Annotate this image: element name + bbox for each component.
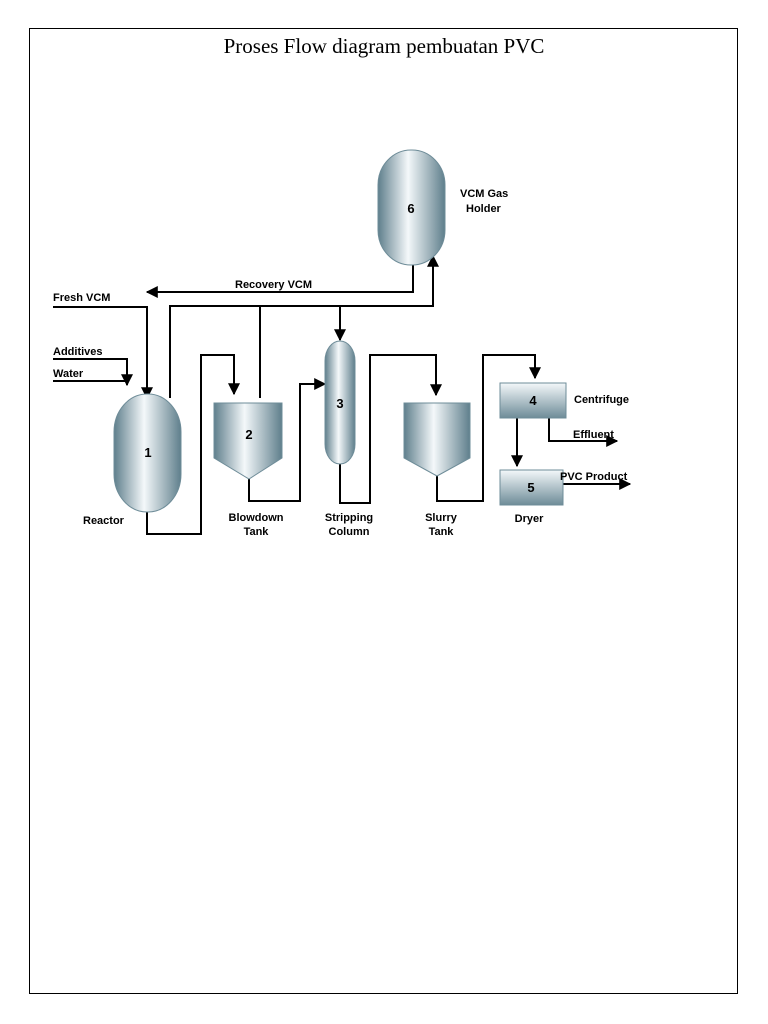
stripping-column-number: 3 bbox=[336, 396, 343, 411]
diagram-title: Proses Flow diagram pembuatan PVC bbox=[223, 34, 545, 58]
recovery-vcm-return-line bbox=[145, 263, 414, 298]
dryer bbox=[499, 469, 564, 506]
stripping-outlet-line bbox=[339, 354, 442, 504]
reactor-number: 1 bbox=[144, 445, 151, 460]
recovery-vcm-label: Recovery VCM bbox=[235, 279, 312, 291]
blowdown-tank-label-line1: Blowdown bbox=[229, 512, 284, 524]
page-border bbox=[29, 28, 738, 994]
centrifuge-label: Centrifuge bbox=[574, 394, 629, 406]
slurry-tank bbox=[403, 402, 471, 477]
effluent-label: Effluent bbox=[573, 429, 614, 441]
stripping-column bbox=[324, 340, 356, 465]
fresh-vcm-label: Fresh VCM bbox=[53, 292, 110, 304]
reactor-vessel bbox=[113, 393, 182, 513]
vcm-gas-holder: 6 bbox=[377, 149, 446, 266]
water-label: Water bbox=[53, 368, 84, 380]
vcm-gas-holder-label-line2: Holder bbox=[466, 203, 502, 215]
blowdown-outlet-line bbox=[248, 378, 327, 502]
slurry-outlet-line bbox=[436, 354, 541, 502]
blowdown-tank-label-line2: Tank bbox=[244, 526, 270, 538]
reactor-vent-line bbox=[169, 254, 439, 398]
vcm-gas-holder-label-line1: VCM Gas bbox=[460, 188, 508, 200]
stripping-column-label-line1: Stripping bbox=[325, 512, 373, 524]
blowdown-tank-number: 2 bbox=[245, 427, 252, 442]
additives-label: Additives bbox=[53, 346, 103, 358]
reactor-label: Reactor bbox=[83, 515, 125, 527]
dryer-label: Dryer bbox=[515, 513, 544, 525]
reactor-outlet-line bbox=[146, 354, 240, 535]
pvc-product-label: PVC Product bbox=[560, 471, 628, 483]
slurry-tank-label-line1: Slurry bbox=[425, 512, 458, 524]
additives-line bbox=[53, 358, 133, 387]
dryer-number: 5 bbox=[527, 480, 534, 495]
stripping-column-label-line2: Column bbox=[329, 526, 370, 538]
centrifuge bbox=[499, 382, 567, 419]
effluent-line bbox=[548, 418, 619, 447]
vcm-gas-holder-number: 6 bbox=[407, 201, 414, 216]
slurry-tank-label-line2: Tank bbox=[429, 526, 455, 538]
centrifuge-number: 4 bbox=[529, 393, 537, 408]
fresh-vcm-line bbox=[53, 306, 153, 400]
blowdown-tank bbox=[213, 402, 283, 480]
